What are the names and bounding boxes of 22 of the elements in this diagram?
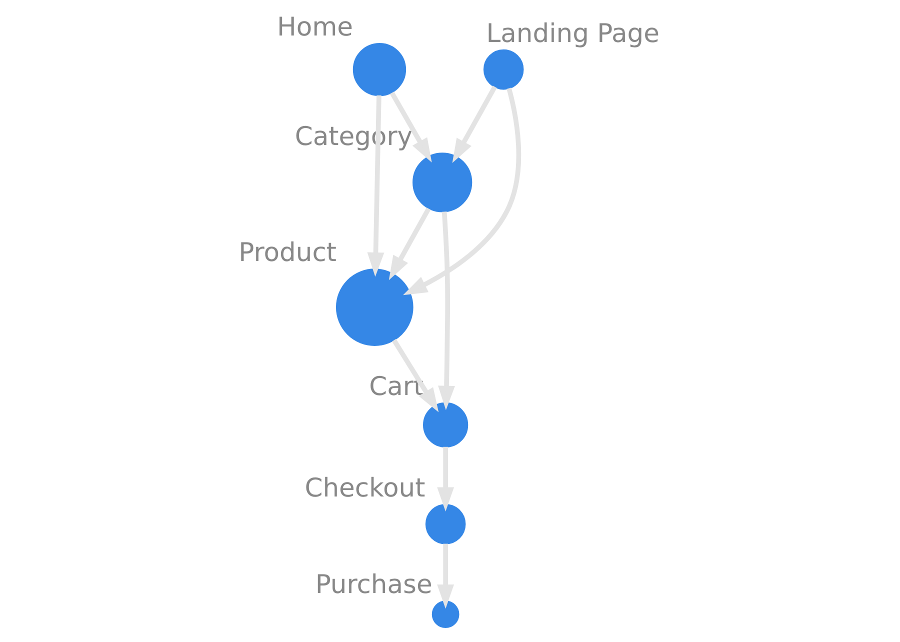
node-label: Checkout [304,473,426,504]
node-circle [423,402,468,448]
node-circle [412,152,472,212]
arrow [392,338,439,412]
node-circle [336,268,414,346]
node-circle [432,600,460,628]
arrow [367,95,384,277]
node-circle [483,49,524,90]
node-circle [425,504,466,544]
node-label: Product [238,238,337,268]
node-circle [352,42,406,96]
arrow [437,544,454,609]
node-label: Purchase [315,570,432,600]
node-label: Landing Page [486,18,660,49]
node-label: Home [276,12,354,42]
node-label: Category [294,122,413,152]
arrow [437,446,454,512]
arrow [390,92,432,162]
arrow [452,86,497,163]
arrow [438,212,455,410]
arrow [388,207,431,280]
arrow [403,88,522,296]
